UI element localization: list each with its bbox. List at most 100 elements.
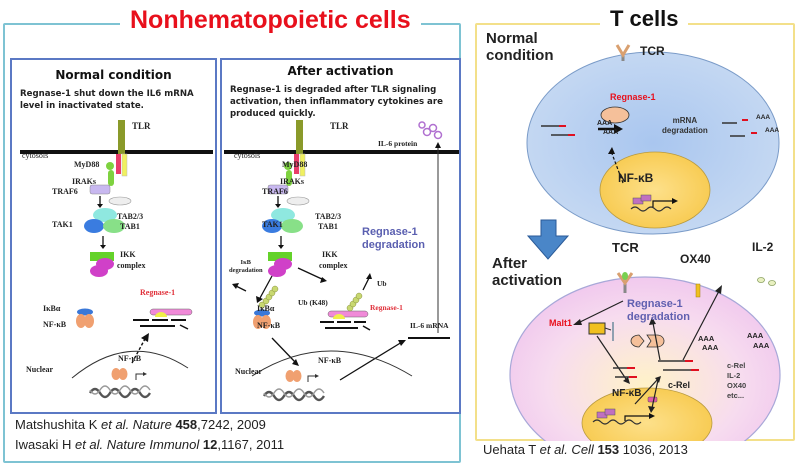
activation-nuclear-nfkb-label: NF-κB — [318, 356, 342, 365]
tab-ellipse — [93, 208, 117, 222]
traf6-shape — [89, 184, 111, 195]
after-activation-panel: After activation Regnase-1 is degraded a… — [220, 58, 461, 414]
nfkb-subunit-1 — [76, 314, 86, 328]
activated-tcr-label: TCR — [612, 240, 639, 255]
activation-nuclear-label: Nuclear — [235, 367, 263, 376]
ox40-receptor — [695, 283, 701, 298]
activation-cytosols-label: cytosols — [234, 151, 261, 160]
activated-aaa-1: AAA — [698, 334, 715, 343]
activation-tab23-label: TAB2/3 — [315, 212, 342, 221]
activation-pathway-diagram — [224, 120, 459, 402]
normal-condition-label: Normal condition — [486, 30, 554, 64]
myd88-shape — [106, 162, 114, 170]
regnase-normal-label: Regnase-1 — [610, 92, 656, 102]
tcr-label: TCR — [640, 44, 665, 58]
tcell-regnase-degradation-label: Regnase-1 degradation — [627, 298, 690, 323]
cytosols-label: cytosols — [22, 151, 49, 160]
activation-ikk-label: IKK — [322, 250, 338, 259]
reference-2: Iwasaki H et al. Nature Immunol 12,1167,… — [15, 437, 285, 452]
tlr-tir-domain — [116, 154, 121, 174]
after-activation-label: After activation — [492, 255, 563, 289]
normal-tcell — [526, 51, 780, 235]
tlr-receptor — [118, 120, 125, 154]
cleaved-regnase-2 — [646, 334, 665, 348]
nuclear-label: Nuclear — [26, 365, 54, 374]
ub-k48-label: Ub (K48) — [298, 298, 328, 307]
il2-label: IL-2 — [752, 240, 774, 254]
aaa-label-4: AAA — [765, 127, 780, 134]
crel-label: c-Rel — [668, 380, 691, 390]
normal-nucleus — [599, 151, 711, 229]
ubiquitin-chain — [258, 285, 279, 309]
malt1-protein — [588, 322, 606, 335]
tlr-receptor — [296, 120, 303, 154]
regnase-label: Regnase-1 — [140, 288, 176, 297]
activated-aaa-2: AAA — [702, 343, 719, 352]
activated-aaa-3: AAA — [747, 331, 764, 340]
regnase-pin-domain — [155, 312, 167, 317]
aaa-label-3: AAA — [756, 114, 771, 121]
normal-pathway-diagram — [20, 120, 213, 399]
il2-dot — [757, 277, 765, 283]
activation-panel-description: Regnase-1 is degraded after TLR signalin… — [230, 85, 443, 119]
tab23-label: TAB2/3 — [117, 212, 144, 221]
crel-protein — [647, 396, 658, 403]
activation-ikba-label: IκBα — [257, 304, 275, 313]
cleaved-regnase-1 — [630, 334, 645, 348]
activation-tlr-label: TLR — [330, 121, 349, 131]
target-genes-list: c-Rel IL-2 OX40 etc... — [727, 361, 747, 400]
tlr-tir-domain-2 — [121, 153, 128, 177]
tab1-label: TAB1 — [120, 222, 140, 231]
activation-iraks-label: IRAKs — [280, 177, 305, 186]
cell-membrane — [224, 150, 459, 154]
regnase-protein — [600, 106, 630, 124]
regnase-degradation-label: Regnase-1 degradation — [362, 226, 425, 251]
reference-1: Matshushita K et al. Nature 458,7242, 20… — [15, 417, 266, 432]
tcell-diagram — [509, 44, 781, 441]
aaa-label-2: AAA — [603, 129, 619, 136]
activation-myd88-label: MyD88 — [282, 160, 308, 169]
ub-ellipse — [108, 196, 132, 206]
activation-complex-label: complex — [319, 261, 348, 270]
activation-panel-heading: After activation — [287, 64, 394, 78]
ikk-ellipse-2 — [90, 265, 108, 277]
nemo-box — [90, 252, 114, 261]
iraks-label: IRAKs — [72, 177, 97, 186]
nfkb-subunit-2 — [84, 314, 94, 328]
tak1-label: TAK1 — [52, 220, 73, 229]
il6-mrna-label: IL-6 mRNA — [410, 321, 449, 330]
activated-tcell — [509, 276, 781, 441]
dna-strand — [88, 387, 152, 399]
ikba-label: IκBα — [43, 304, 61, 313]
malt1-label: Malt1 — [549, 318, 573, 328]
il6-protein-dot — [422, 127, 432, 137]
nonhematopoietic-title: Nonhematopoietic cells — [120, 5, 421, 35]
normal-panel-description: Regnase-1 shut down the IL6 mRNA level i… — [20, 89, 194, 111]
activated-nucleus — [581, 387, 713, 441]
activated-tcr-icon — [616, 272, 634, 286]
nuclear-nfkb-label: NF-κB — [118, 354, 142, 363]
activation-tab1-label: TAB1 — [318, 222, 338, 231]
cell-membrane — [20, 150, 213, 154]
myd88-label: MyD88 — [74, 160, 100, 169]
tcell-reference: Uehata T et al. Cell 153 1036, 2013 — [483, 442, 688, 457]
iraks-shape — [108, 170, 114, 186]
activation-regnase-label: Regnase-1 — [370, 303, 403, 312]
activated-aaa-4: AAA — [753, 341, 770, 350]
ikb-degradation-label: IκB degradation — [229, 259, 263, 274]
tcells-title: T cells — [600, 5, 689, 33]
mrna-degradation-label: mRNA degradation — [662, 116, 708, 135]
normal-panel-heading: Normal condition — [55, 68, 172, 82]
ox40-label: OX40 — [680, 252, 711, 266]
tak1-ellipse — [84, 219, 104, 233]
normal-nfkb-label: NF-κB — [618, 171, 654, 185]
transition-arrow — [526, 219, 570, 260]
ikk-label: IKK — [120, 250, 136, 259]
tab1-ellipse — [103, 219, 125, 233]
traf6-label: TRAF6 — [52, 187, 78, 196]
ub-label: Ub — [377, 279, 387, 288]
tcr-icon — [615, 44, 631, 58]
tlr-label: TLR — [132, 121, 151, 131]
activated-nfkb-label: NF-κB — [612, 388, 642, 399]
aaa-label-1: AAA — [597, 120, 613, 127]
